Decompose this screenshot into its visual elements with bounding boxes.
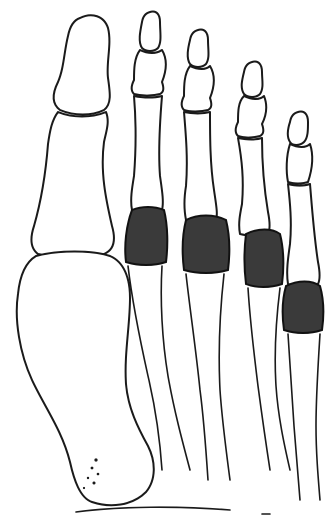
- digit-4-proximal-base-highlight: [245, 230, 284, 288]
- digit-3: [182, 29, 230, 480]
- digit-3-proximal-base-highlight: [183, 216, 230, 274]
- digit-2-middle-phalanx: [132, 50, 166, 96]
- digit-5-metatarsal-shaft: [288, 334, 320, 500]
- digit-5-distal-phalanx: [288, 111, 308, 145]
- digit-1-proximal-phalanx: [31, 112, 114, 257]
- digit-4-middle-phalanx: [236, 96, 266, 138]
- digit-5-proximal-phalanx: [287, 184, 319, 286]
- digit-3-proximal-phalanx: [184, 112, 217, 222]
- digit-4-distal-phalanx: [242, 61, 263, 97]
- digit-3-middle-phalanx: [182, 66, 214, 112]
- digit-2: [125, 11, 190, 470]
- digit-2-proximal-phalanx: [131, 96, 163, 212]
- base-line: [76, 507, 270, 514]
- digit-2-distal-phalanx: [140, 11, 161, 51]
- digit-5: [283, 111, 324, 500]
- digit-1-metatarsal: [17, 252, 154, 506]
- digit-3-metatarsal-shaft: [186, 274, 230, 480]
- digit-4: [236, 61, 290, 470]
- digit-5-proximal-base-highlight: [283, 282, 324, 334]
- digit-4-proximal-phalanx: [238, 138, 270, 236]
- digit-2-proximal-base-highlight: [125, 207, 167, 265]
- digit-5-middle-phalanx: [287, 144, 312, 184]
- digit-3-distal-phalanx: [188, 29, 209, 67]
- digit-1-distal-phalanx: [54, 15, 110, 114]
